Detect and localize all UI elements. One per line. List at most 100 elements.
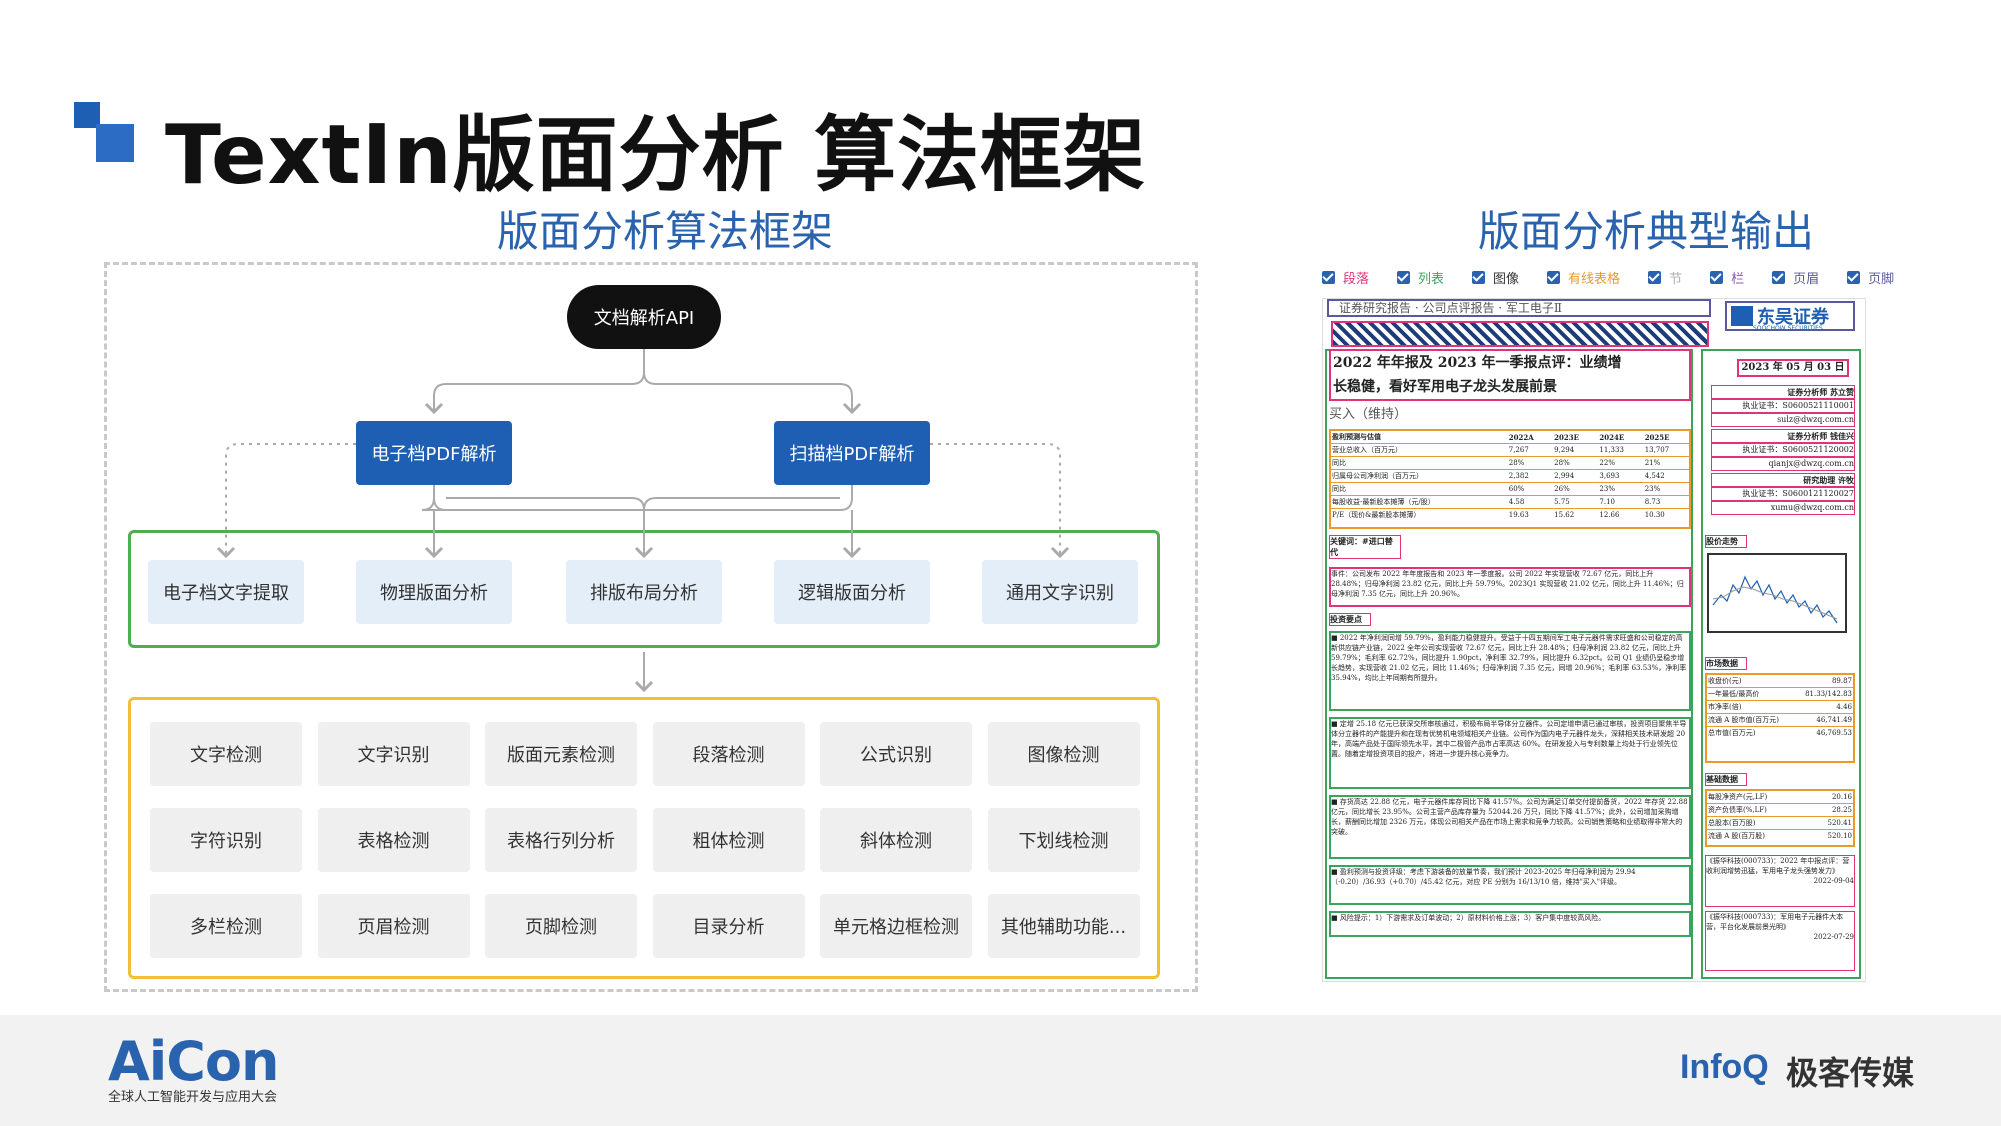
stage-node: 逻辑版面分析 (774, 560, 930, 624)
function-cell: 粗体检测 (652, 808, 805, 872)
doc-basic-table: 每股净资产(元,LF)20.16 资产负债率(%,LF)28.25 总股本(百万… (1705, 789, 1855, 847)
doc-basic-title: 基础数据 (1705, 773, 1747, 786)
function-cell: 单元格边框检测 (820, 894, 972, 958)
legend-item-table[interactable]: 有线表格 (1547, 268, 1620, 287)
doc-event: 事件：公司发布 2022 年年度报告和 2023 年一季度报。公司 2022 年… (1329, 567, 1691, 607)
doc-related-report: 《振华科技(000733)：2022 年中报点评：营收利润增势迅猛，军用电子龙头… (1705, 855, 1855, 907)
checkbox-icon[interactable] (1397, 271, 1411, 284)
legend-item-column[interactable]: 栏 (1710, 268, 1744, 287)
brand-en: SOOCHOW SECURITIES (1753, 325, 1823, 332)
scanned-pdf-parse-node: 扫描档PDF解析 (774, 421, 930, 485)
infoq-logo: InfoQ (1680, 1048, 1769, 1086)
diagram-connectors (216, 349, 1070, 693)
table-row: 收盘价(元)89.87 (1707, 675, 1853, 688)
function-cell: 目录分析 (652, 894, 805, 958)
aicon-logo: AiCon (108, 1030, 279, 1093)
doc-date: 2023 年 05 月 03 日 (1737, 359, 1849, 377)
function-cell: 下划线检测 (987, 808, 1140, 872)
legend-item-header[interactable]: 页眉 (1772, 268, 1819, 287)
function-cell: 段落检测 (652, 722, 805, 786)
function-grid: 文字检测 文字识别 版面元素检测 段落检测 公式识别 图像检测 字符识别 表格检… (150, 722, 1140, 958)
aicon-subtitle: 全球人工智能开发与应用大会 (108, 1090, 278, 1105)
doc-stock-chart-image (1707, 553, 1847, 633)
layout-output-document: 证券研究报告 · 公司点评报告 · 军工电子Ⅱ 东吴证券 SOOCHOW SEC… (1322, 298, 1866, 982)
checkbox-icon[interactable] (1648, 271, 1662, 284)
doc-point: ■ 风险提示：1）下游需求及订单波动；2）原材料价格上涨；3）客户集中度较高风险… (1329, 911, 1691, 937)
function-cell: 多栏检测 (150, 894, 302, 958)
checkbox-icon[interactable] (1772, 271, 1786, 284)
checkbox-icon[interactable] (1547, 271, 1561, 284)
doc-headline: 2022 年年报及 2023 年一季报点评：业绩增 长稳健，看好军用电子龙头发展… (1329, 349, 1691, 401)
function-cell: 其他辅助功能... (987, 894, 1140, 958)
table-row: 市净率(倍)4.46 (1707, 701, 1853, 714)
doc-side-column (1701, 349, 1861, 979)
stock-chart-icon (1712, 575, 1838, 624)
function-cell: 文字检测 (150, 722, 302, 786)
doc-parse-api-node: 文档解析API (567, 285, 721, 349)
function-cell: 图像检测 (987, 722, 1140, 786)
doc-point: ■ 2022 年净利润同增 59.79%，盈利能力稳健提升。受益于十四五期间军工… (1329, 631, 1691, 711)
function-cell: 版面元素检测 (485, 722, 637, 786)
legend-item-paragraph[interactable]: 段落 (1322, 268, 1369, 287)
doc-header-text: 证券研究报告 · 公司点评报告 · 军工电子Ⅱ (1327, 299, 1711, 317)
stage-node: 通用文字识别 (982, 560, 1138, 624)
function-cell: 页脚检测 (485, 894, 637, 958)
checkbox-icon[interactable] (1322, 271, 1335, 284)
checkbox-icon[interactable] (1710, 271, 1724, 284)
doc-keywords: 关键词：#进口替代 (1329, 535, 1401, 559)
doc-related-report: 《振华科技(000733)：军用电子元器件大本营，平台化发展前景光明》 2022… (1705, 911, 1855, 971)
stage-node: 物理版面分析 (356, 560, 512, 624)
function-cell: 表格检测 (317, 808, 470, 872)
doc-forecast-table: 盈利预测与估值 2022A 2023E 2024E 2025E 营业总收入（百万… (1329, 429, 1691, 529)
left-heading: 版面分析算法框架 (497, 207, 834, 256)
checkbox-icon[interactable] (1847, 271, 1861, 284)
function-grid-frame (128, 697, 1160, 979)
infoq-cn-logo: 极客传媒 (1786, 1054, 1915, 1092)
table-row: 总股本(百万股)520.41 (1707, 817, 1853, 830)
stage-node: 排版布局分析 (566, 560, 722, 624)
stage-node: 电子档文字提取 (148, 560, 304, 624)
title-mark-icon (74, 102, 134, 162)
legend-item-list[interactable]: 列表 (1397, 268, 1444, 287)
legend-item-image[interactable]: 图像 (1472, 268, 1519, 287)
doc-brand-logo: 东吴证券 (1725, 301, 1855, 331)
function-cell: 公式识别 (820, 722, 972, 786)
right-heading: 版面分析典型输出 (1478, 207, 1815, 256)
doc-chart-title: 股价走势 (1705, 535, 1747, 548)
doc-analysts: 证券分析师 苏立赞 执业证书：S0600521110001 sulz@dwzq.… (1711, 385, 1855, 515)
diagram-frame (104, 262, 1198, 992)
page-title: TextIn版面分析 算法框架 (165, 108, 1147, 203)
table-row: 总市值(百万元)46,769.53 (1708, 729, 1852, 737)
electronic-pdf-parse-node: 电子档PDF解析 (356, 421, 512, 485)
doc-invest-title: 投资要点 (1329, 613, 1371, 626)
function-cell: 字符识别 (150, 808, 302, 872)
legend-item-section[interactable]: 节 (1648, 268, 1682, 287)
doc-point: ■ 定增 25.18 亿元已获深交所审核通过，积极布局半导体分立器件。公司定增申… (1329, 717, 1691, 789)
doc-rating: 买入（维持） (1329, 407, 1408, 422)
function-cell: 斜体检测 (820, 808, 972, 872)
table-row: 资产负债率(%,LF)28.25 (1707, 804, 1853, 817)
function-cell: 文字识别 (317, 722, 470, 786)
legend-item-footer[interactable]: 页脚 (1847, 268, 1894, 287)
doc-market-title: 市场数据 (1705, 657, 1747, 670)
doc-header-banner (1331, 321, 1709, 347)
function-cell: 表格行列分析 (485, 808, 637, 872)
table-row: 流通 A 股市值(百万元)46,741.49 (1707, 714, 1853, 727)
table-row: 每股净资产(元,LF)20.16 (1707, 791, 1853, 804)
table-row: 流通 A 股(百万股)520.10 (1708, 832, 1852, 840)
doc-point: ■ 盈利预测与投资评级：考虑下游装备的放量节奏，我们预计 2023-2025 年… (1329, 865, 1691, 905)
layout-legend: 段落 列表 图像 有线表格 节 栏 页眉 页脚 (1322, 268, 1922, 287)
footer-bar (0, 1015, 2001, 1126)
function-cell: 页眉检测 (317, 894, 470, 958)
brand-mark-icon (1731, 306, 1753, 326)
checkbox-icon[interactable] (1472, 271, 1486, 284)
doc-point: ■ 存货高达 22.88 亿元，电子元器件库存同比下降 41.57%。公司为满足… (1329, 795, 1691, 859)
